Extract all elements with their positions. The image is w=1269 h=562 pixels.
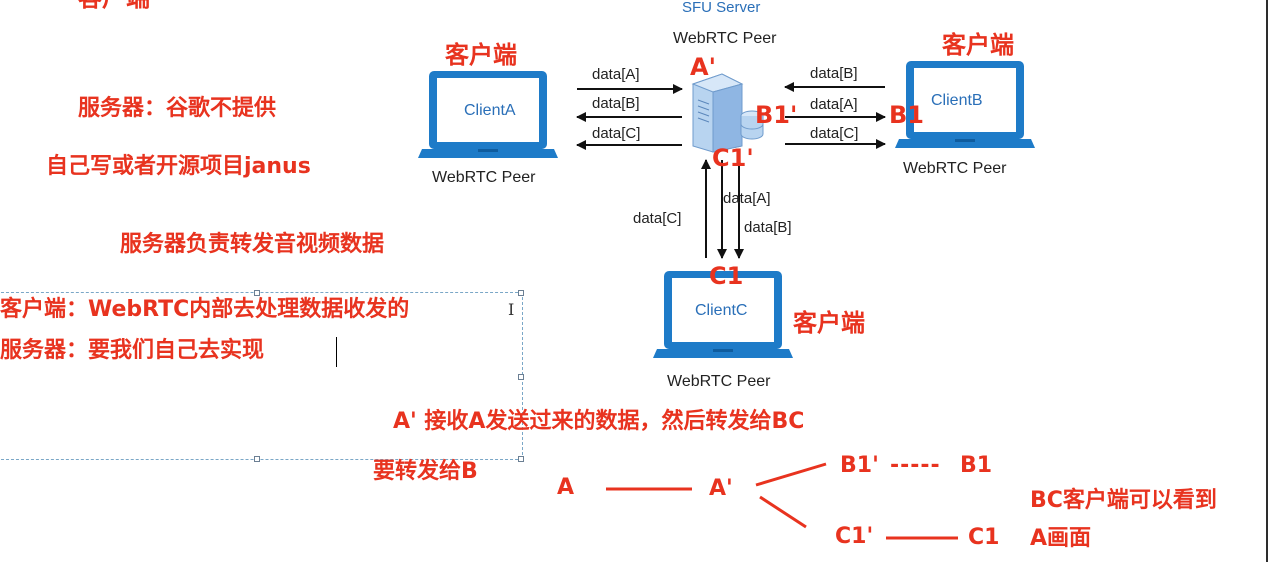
flow-b1: B1 — [960, 453, 993, 478]
flow-a: A — [557, 475, 575, 500]
flow-a-prime: A' — [709, 476, 733, 501]
flow-dashes: ----- — [890, 453, 941, 478]
client-b-peer-label: WebRTC Peer — [903, 160, 1007, 177]
server-title: SFU Server — [682, 0, 761, 16]
note-server-line: 服务器：谷歌不提供 — [78, 96, 277, 121]
resize-handle-right[interactable] — [518, 374, 524, 380]
top-cut-text: 客户端 — [78, 0, 150, 10]
port-a-prime: A' — [690, 53, 716, 81]
client-b-screen-label: ClientB — [931, 92, 983, 109]
arrow-label-c-3: data[B] — [744, 219, 792, 236]
arrow-label-a-2: data[B] — [592, 95, 640, 112]
port-c1: C1 — [709, 262, 744, 290]
resize-handle-bottom[interactable] — [254, 456, 260, 462]
flow-line-c-branch — [759, 495, 807, 529]
client-c-screen-label: ClientC — [695, 302, 748, 319]
textbox-line-2[interactable]: 服务器：要我们自己去实现 — [0, 338, 265, 363]
arrow-label-c-1: data[C] — [633, 210, 682, 227]
arrow-label-b-2: data[A] — [810, 96, 858, 113]
laptop-c-icon — [653, 271, 793, 358]
note-self-write: 自己写或者开源项目janus — [46, 154, 311, 179]
arrow-label-c-2: data[A] — [723, 190, 771, 207]
i-beam-cursor-icon: I — [508, 300, 515, 319]
laptop-b-icon — [895, 61, 1035, 148]
flow-b1-prime: B1' — [840, 453, 879, 478]
resize-handle-top[interactable] — [254, 290, 260, 296]
port-c1-prime: C1' — [712, 144, 754, 172]
selected-text-box[interactable] — [0, 290, 524, 462]
arrow-label-b-3: data[C] — [810, 125, 859, 142]
note-forward-to-b: 要转发给B — [373, 459, 478, 484]
port-b1: B1 — [889, 101, 924, 129]
arrow-label-b-1: data[B] — [810, 65, 858, 82]
note-bc-see-line-2: A画面 — [1030, 526, 1092, 551]
client-c-peer-label: WebRTC Peer — [667, 373, 771, 390]
note-server-forward: 服务器负责转发音视频数据 — [120, 232, 385, 257]
server-peer-label: WebRTC Peer — [673, 30, 777, 47]
note-a-prime-desc: A' 接收A发送过来的数据，然后转发给BC — [393, 409, 805, 434]
flow-c1-prime: C1' — [835, 524, 874, 549]
resize-handle-bottom-right[interactable] — [518, 456, 524, 462]
flow-c1: C1 — [968, 525, 1000, 550]
client-b-tag: 客户端 — [942, 31, 1014, 59]
window-right-edge — [1266, 0, 1268, 562]
client-a-tag: 客户端 — [445, 41, 517, 69]
arrow-label-a-1: data[A] — [592, 66, 640, 83]
textbox-line-1[interactable]: 客户端：WebRTC内部去处理数据收发的 — [0, 297, 410, 322]
server-icon — [691, 73, 764, 153]
client-a-peer-label: WebRTC Peer — [432, 169, 536, 186]
resize-handle-top-right[interactable] — [518, 290, 524, 296]
arrow-label-a-3: data[C] — [592, 125, 641, 142]
flow-line-b-branch — [755, 462, 827, 487]
text-caret — [336, 337, 337, 367]
note-bc-see-line-1: BC客户端可以看到 — [1030, 488, 1217, 513]
port-b1-prime: B1' — [755, 101, 798, 129]
client-c-tag: 客户端 — [793, 309, 865, 337]
client-a-screen-label: ClientA — [464, 102, 516, 119]
laptop-a-icon — [418, 71, 558, 158]
